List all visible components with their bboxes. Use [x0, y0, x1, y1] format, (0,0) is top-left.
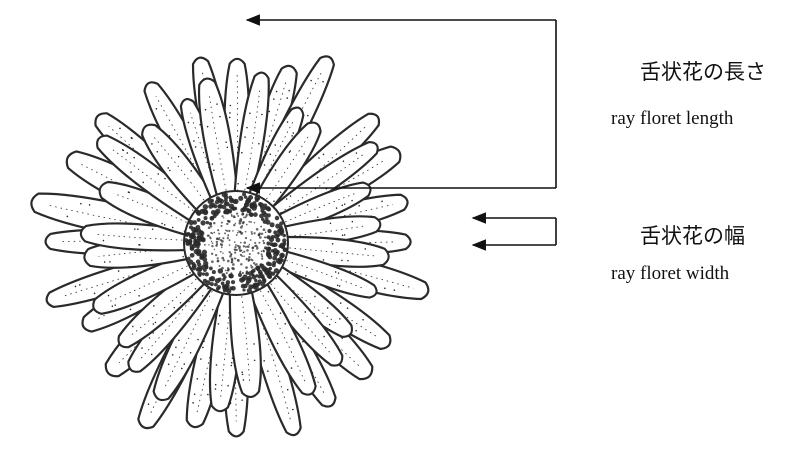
width-label-english: ray floret width	[611, 263, 729, 285]
width-measure-bracket	[473, 218, 556, 245]
daisy-flower-icon	[29, 51, 432, 438]
length-label-japanese: 舌状花の長さ	[640, 56, 766, 86]
length-label-english: ray floret length	[611, 108, 733, 130]
width-label-japanese: 舌状花の幅	[640, 220, 745, 250]
